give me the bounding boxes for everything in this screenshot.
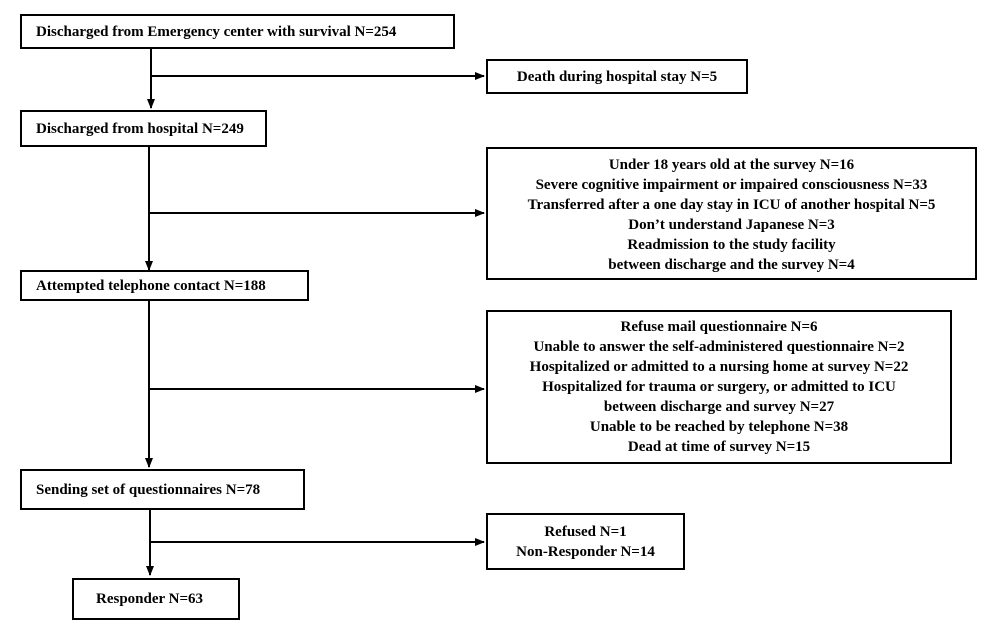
exclusion-line: Non-Responder N=14: [516, 543, 655, 560]
step-discharged-hospital: Discharged from hospital N=249: [20, 110, 267, 147]
exclusion-box-nonresponse: Refused N=1 Non-Responder N=14: [486, 513, 685, 570]
step-sending-questionnaires: Sending set of questionnaires N=78: [20, 469, 305, 510]
step-discharged-emergency: Discharged from Emergency center with su…: [20, 14, 455, 49]
exclusion-line: Refuse mail questionnaire N=6: [620, 319, 818, 335]
exclusion-line: Dead at time of survey N=15: [627, 439, 811, 455]
step-label: Sending set of questionnaires N=78: [36, 481, 261, 498]
exclusion-line: Readmission to the study facility: [627, 236, 836, 253]
exclusion-line: Unable to be reached by telephone N=38: [589, 419, 849, 435]
exclusion-line: Severe cognitive impairment or impaired …: [535, 176, 928, 193]
step-label: Discharged from Emergency center with su…: [36, 23, 397, 40]
exclusion-line: Don’t understand Japanese N=3: [628, 216, 835, 233]
step-label: Responder N=63: [96, 591, 204, 607]
exclusion-box-not-sent: Refuse mail questionnaire N=6 Unable to …: [486, 310, 952, 464]
step-label: Discharged from hospital N=249: [36, 120, 244, 137]
exclusion-line: between discharge and the survey N=4: [608, 256, 855, 273]
exclusion-line: Refused N=1: [544, 523, 627, 540]
exclusion-box-ineligible: Under 18 years old at the survey N=16 Se…: [486, 147, 977, 280]
exclusion-line: Death during hospital stay N=5: [516, 68, 718, 85]
step-responder: Responder N=63: [72, 578, 240, 620]
exclusion-line: Hospitalized or admitted to a nursing ho…: [529, 359, 909, 375]
exclusion-line: Unable to answer the self-administered q…: [533, 339, 905, 355]
exclusion-box-hospital-death: Death during hospital stay N=5: [486, 59, 748, 94]
exclusion-line: between discharge and survey N=27: [603, 399, 835, 415]
exclusion-line: Transferred after a one day stay in ICU …: [527, 196, 936, 213]
step-label: Attempted telephone contact N=188: [36, 277, 266, 294]
exclusion-line: Under 18 years old at the survey N=16: [608, 156, 855, 173]
exclusion-line: Hospitalized for trauma or surgery, or a…: [542, 379, 896, 395]
step-telephone-contact: Attempted telephone contact N=188: [20, 270, 309, 301]
